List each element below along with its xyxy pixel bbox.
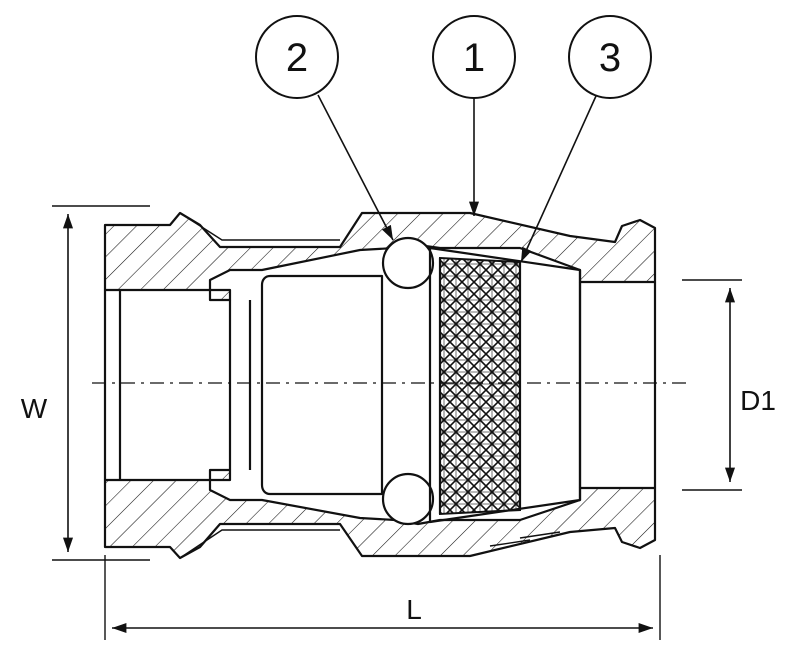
callout-2: 2 <box>255 15 394 241</box>
dimension-l: L <box>104 555 661 640</box>
callout-1: 1 <box>432 15 516 216</box>
body-section-upper <box>103 211 657 302</box>
dimension-d1: D1 <box>682 279 776 491</box>
dimension-w-label: W <box>21 393 48 424</box>
ball-lower <box>381 472 435 526</box>
dimension-l-label: L <box>406 594 422 625</box>
inner-bore <box>103 274 657 496</box>
dimension-d1-label: D1 <box>740 385 776 416</box>
callout-2-label: 2 <box>286 36 308 80</box>
body-section-lower <box>103 468 657 560</box>
ball-upper <box>381 236 435 290</box>
strainer-mesh <box>428 246 582 524</box>
callout-3: 3 <box>520 15 652 263</box>
callout-3-label: 3 <box>599 36 621 80</box>
callout-1-label: 1 <box>463 36 485 80</box>
dimension-w: W <box>21 205 150 561</box>
